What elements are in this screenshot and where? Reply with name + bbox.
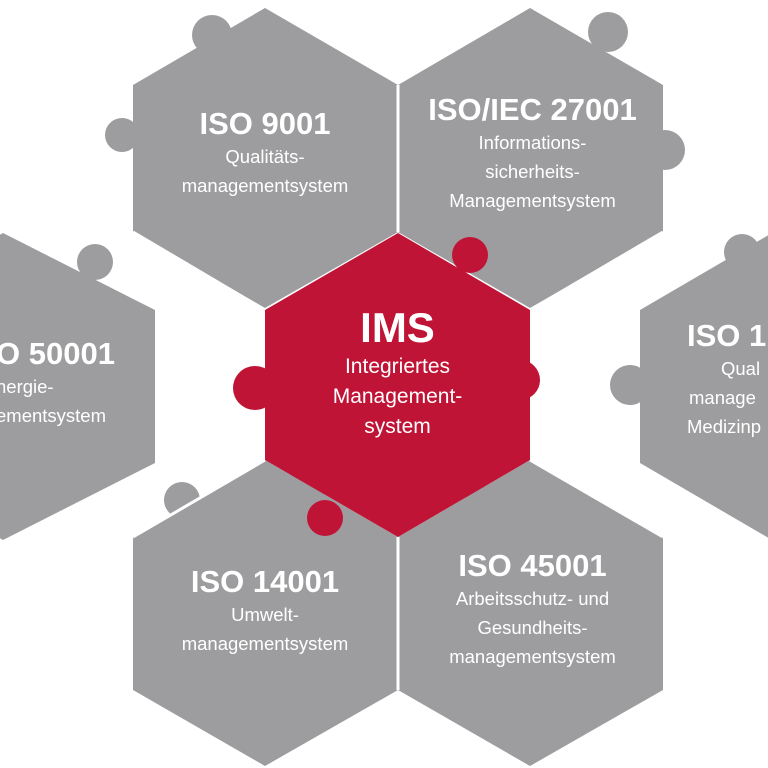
sub-iso14001-1: Umwelt-: [231, 604, 299, 625]
sub-iso27001-1: Informations-: [478, 132, 587, 153]
piece-iso9001-tab-left: [105, 118, 139, 152]
sub-iso27001-3: Managementsystem: [449, 190, 616, 211]
sub-iso13485-1: Qual: [721, 358, 761, 379]
sub-ims-3: system: [364, 415, 431, 438]
label-ims: IMS Integriertes Management- system: [290, 304, 505, 442]
piece-iso9001-tab-top: [192, 15, 232, 55]
sub-iso45001-2: Gesundheits-: [477, 617, 588, 638]
label-iso14001: ISO 14001 Umwelt- managementsystem: [145, 564, 385, 658]
sub-iso45001-1: Arbeitsschutz- und: [455, 588, 610, 609]
sub-iso45001-3: managementsystem: [449, 646, 616, 667]
piece-ims: [265, 233, 530, 537]
piece-iso50001-tab-bottom: [115, 360, 145, 390]
label-iso45001: ISO 45001 Arbeitsschutz- und Gesundheits…: [405, 548, 660, 671]
sub-iso9001-1: Qualitäts-: [225, 146, 305, 167]
piece-iso13485: [640, 235, 768, 538]
piece-iso14001: [133, 460, 398, 766]
title-iso14001: ISO 14001: [190, 564, 340, 599]
piece-iso13485-tab-left: [610, 365, 650, 405]
title-iso45001: ISO 45001: [458, 548, 607, 583]
piece-ims-tab-left: [233, 366, 277, 410]
piece-iso9001: [133, 8, 398, 308]
piece-iso45001: [398, 460, 663, 766]
title-iso9001: ISO 9001: [199, 106, 331, 141]
piece-ims-tab-right: [500, 360, 540, 400]
sub-iso14001-2: managementsystem: [181, 633, 349, 654]
title-ims: IMS: [360, 304, 435, 351]
label-iso50001: O 50001 nergie- ementsystem: [0, 336, 146, 430]
piece-iso14001-tab-left: [164, 482, 200, 518]
sub-iso50001-1: nergie-: [0, 376, 54, 397]
sub-ims-2: Management-: [332, 385, 463, 408]
piece-iso27001: [398, 8, 663, 308]
piece-ims-tab-top: [452, 237, 488, 273]
piece-iso45001-tab-left: [365, 595, 405, 635]
title-iso50001: O 50001: [0, 336, 115, 371]
title-iso13485: ISO 1: [687, 318, 767, 353]
label-iso13485: ISO 1 Qual manage Medizinp: [687, 318, 768, 441]
sub-ims-1: Integriertes: [344, 355, 451, 378]
piece-ims-tab-bottom: [307, 500, 343, 536]
label-iso9001: ISO 9001 Qualitäts- managementsystem: [145, 106, 385, 200]
piece-iso50001: [0, 233, 155, 540]
sub-iso50001-2: ementsystem: [0, 405, 107, 426]
sub-iso9001-2: managementsystem: [181, 175, 349, 196]
piece-iso13485-tab-top: [724, 234, 760, 270]
piece-iso27001-tab-right: [645, 130, 685, 170]
piece-iso27001-tab-top: [588, 12, 628, 52]
sub-iso13485-3: Medizinp: [687, 416, 762, 437]
sub-iso27001-2: sicherheits-: [485, 161, 580, 182]
label-iso27001: ISO/IEC 27001 Informations- sicherheits-…: [405, 92, 660, 215]
sub-iso13485-2: manage: [689, 387, 756, 408]
title-iso27001: ISO/IEC 27001: [428, 92, 637, 127]
piece-iso50001-tab-top: [77, 244, 113, 280]
